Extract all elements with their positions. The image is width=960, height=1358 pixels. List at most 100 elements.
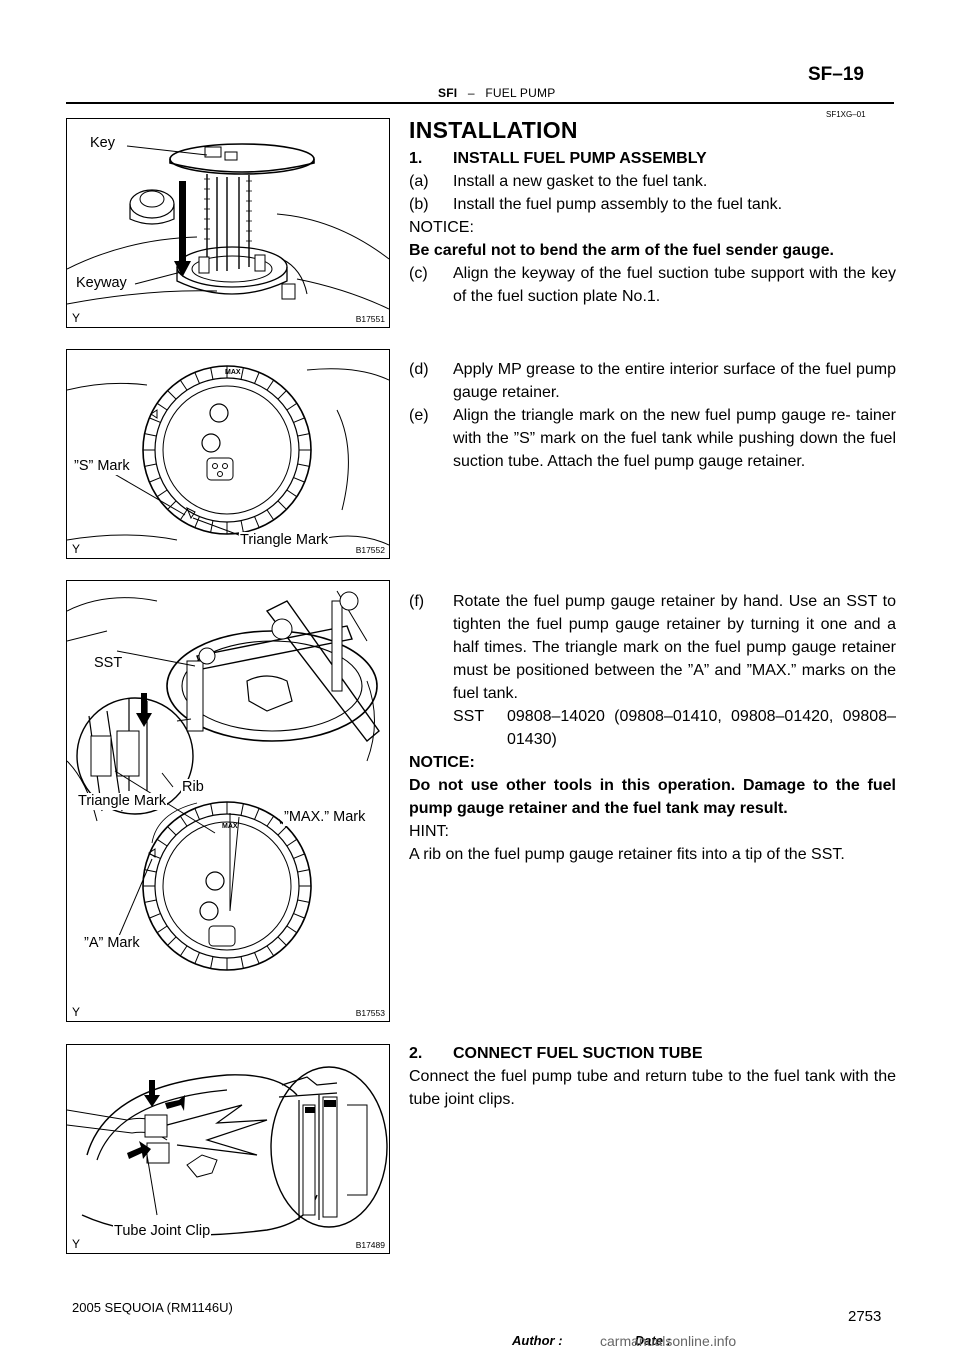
ring-rib	[254, 952, 260, 964]
ring-rib	[149, 913, 161, 919]
ring-rib	[286, 925, 298, 934]
label-keyway: Keyway	[75, 275, 128, 292]
header-rule	[66, 102, 894, 104]
ring-rib	[266, 945, 275, 957]
ring-rib	[194, 952, 200, 964]
gauge-retainer-illustration: MAX	[67, 365, 389, 546]
figure-fuel-pump-key: Key Keyway Y B17551	[66, 118, 390, 328]
ring-rib	[277, 936, 287, 946]
ring-rib	[179, 379, 188, 391]
ring-rib	[266, 509, 275, 521]
figure-code: B17551	[355, 314, 385, 324]
ring-ribs	[143, 366, 311, 534]
ring-rib	[254, 808, 260, 820]
max-mark: MAX	[225, 369, 241, 376]
ring-rib	[286, 402, 298, 411]
ring-rib	[297, 463, 310, 467]
ring-rib	[156, 489, 168, 498]
ring-rib	[144, 463, 157, 467]
ring-rib	[167, 826, 177, 836]
step-2-body: Connect the fuel pump tube and return tu…	[409, 1068, 896, 1108]
ring-rib	[194, 516, 200, 528]
footer-model: 2005 SEQUOIA (RM1146U)	[72, 1300, 233, 1315]
ring-rib	[293, 477, 305, 483]
ring-rib	[210, 520, 214, 533]
ring-rib	[266, 379, 275, 391]
figure-code: B17489	[355, 1240, 385, 1250]
step-1b: (b) Install the fuel pump assembly to th…	[409, 196, 783, 213]
ring-rib	[254, 516, 260, 528]
label-a-mark: ”A” Mark	[83, 935, 141, 952]
figure-sst-tightening: MAX SST Rib Triangle Mark ”MAX.” Mark ”A…	[66, 580, 390, 1022]
figure-y-marker: Y	[72, 1005, 81, 1019]
sst-part-numbers: SST 09808–14020 (09808–01410, 09808–0142…	[453, 708, 896, 748]
ring-rib	[194, 372, 200, 384]
ring-rib	[293, 417, 305, 423]
header-dash: –	[467, 86, 475, 100]
notice-1-text: Be careful not to bend the arm of the fu…	[409, 242, 834, 259]
ring-rib	[293, 853, 305, 859]
step-1e: (e) Align the triangle mark on the new f…	[409, 407, 896, 470]
ring-rib	[149, 417, 161, 423]
figure-s-mark: MAX ”S” Mark Triangle Mark Y B17552	[66, 349, 390, 559]
ring-rib	[297, 899, 310, 903]
label-tube-joint-clip: Tube Joint Clip	[113, 1223, 212, 1240]
step-1c: (c) Align the keyway of the fuel suction…	[409, 265, 896, 305]
page-code: SF–19	[808, 64, 864, 85]
step-1d: (d) Apply MP grease to the entire interi…	[409, 361, 896, 401]
notice-2-text: Do not use other tools in this operation…	[409, 777, 896, 817]
ring-rib	[277, 826, 287, 836]
ring-rib	[286, 489, 298, 498]
label-max-mark: ”MAX.” Mark	[283, 809, 367, 826]
sst-section: (f) Rotate the fuel pump gauge retainer …	[409, 590, 896, 866]
ring-rib	[149, 477, 161, 483]
figure-y-marker: Y	[72, 1237, 81, 1251]
sst-illustration: MAX	[67, 590, 380, 971]
fuel-pump-illustration	[67, 143, 389, 310]
label-key: Key	[89, 135, 116, 152]
installation-section: INSTALLATION 1. INSTALL FUEL PUMP ASSEMB…	[409, 116, 896, 308]
header-section-title: SFI – FUEL PUMP	[438, 86, 555, 100]
step-2-title: 2. CONNECT FUEL SUCTION TUBE	[409, 1045, 703, 1062]
notice-2-label: NOTICE:	[409, 754, 475, 771]
notice-1-label: NOTICE:	[409, 219, 474, 236]
ring-rib	[286, 838, 298, 847]
step-2-section: 2. CONNECT FUEL SUCTION TUBE Connect the…	[409, 1042, 896, 1111]
footer-page-number: 2753	[848, 1308, 882, 1325]
figure-y-marker: Y	[72, 542, 81, 556]
ring-rib	[240, 520, 244, 533]
label-triangle-mark: Triangle Mark	[239, 532, 330, 549]
ring-rib	[167, 390, 177, 400]
label-triangle-mark: Triangle Mark	[77, 793, 168, 810]
header-title: FUEL PUMP	[485, 86, 556, 100]
ring-rib	[144, 869, 157, 873]
ring-rib	[210, 803, 214, 816]
ring-rib	[167, 936, 177, 946]
label-s-mark: ”S” Mark	[73, 458, 131, 475]
ring-rib	[297, 433, 310, 437]
ring-rib	[144, 433, 157, 437]
ring-rib	[167, 500, 177, 510]
doc-id: SF1XG–01	[826, 110, 866, 119]
footer-author-date: Author : Date :	[512, 1333, 671, 1348]
ring-rib	[254, 372, 260, 384]
ring-rib	[210, 956, 214, 969]
ring-rib	[277, 500, 287, 510]
label-rib: Rib	[181, 779, 205, 796]
figure-code: B17552	[355, 545, 385, 555]
ring-rib	[194, 808, 200, 820]
step-1-title: 1. INSTALL FUEL PUMP ASSEMBLY	[409, 150, 707, 167]
hint-text: A rib on the fuel pump gauge retainer fi…	[409, 846, 845, 863]
retainer-section: (d) Apply MP grease to the entire interi…	[409, 358, 896, 473]
ring-rib	[156, 402, 168, 411]
ring-rib	[240, 367, 244, 380]
ring-rib	[179, 815, 188, 827]
figure-y-marker: Y	[72, 311, 81, 325]
ring-rib	[240, 803, 244, 816]
ring-rib	[297, 869, 310, 873]
ring-rib	[293, 913, 305, 919]
step-1a: (a) Install a new gasket to the fuel tan…	[409, 173, 708, 190]
figure-code: B17553	[355, 1008, 385, 1018]
ring-rib	[179, 945, 188, 957]
ring-rib	[277, 390, 287, 400]
